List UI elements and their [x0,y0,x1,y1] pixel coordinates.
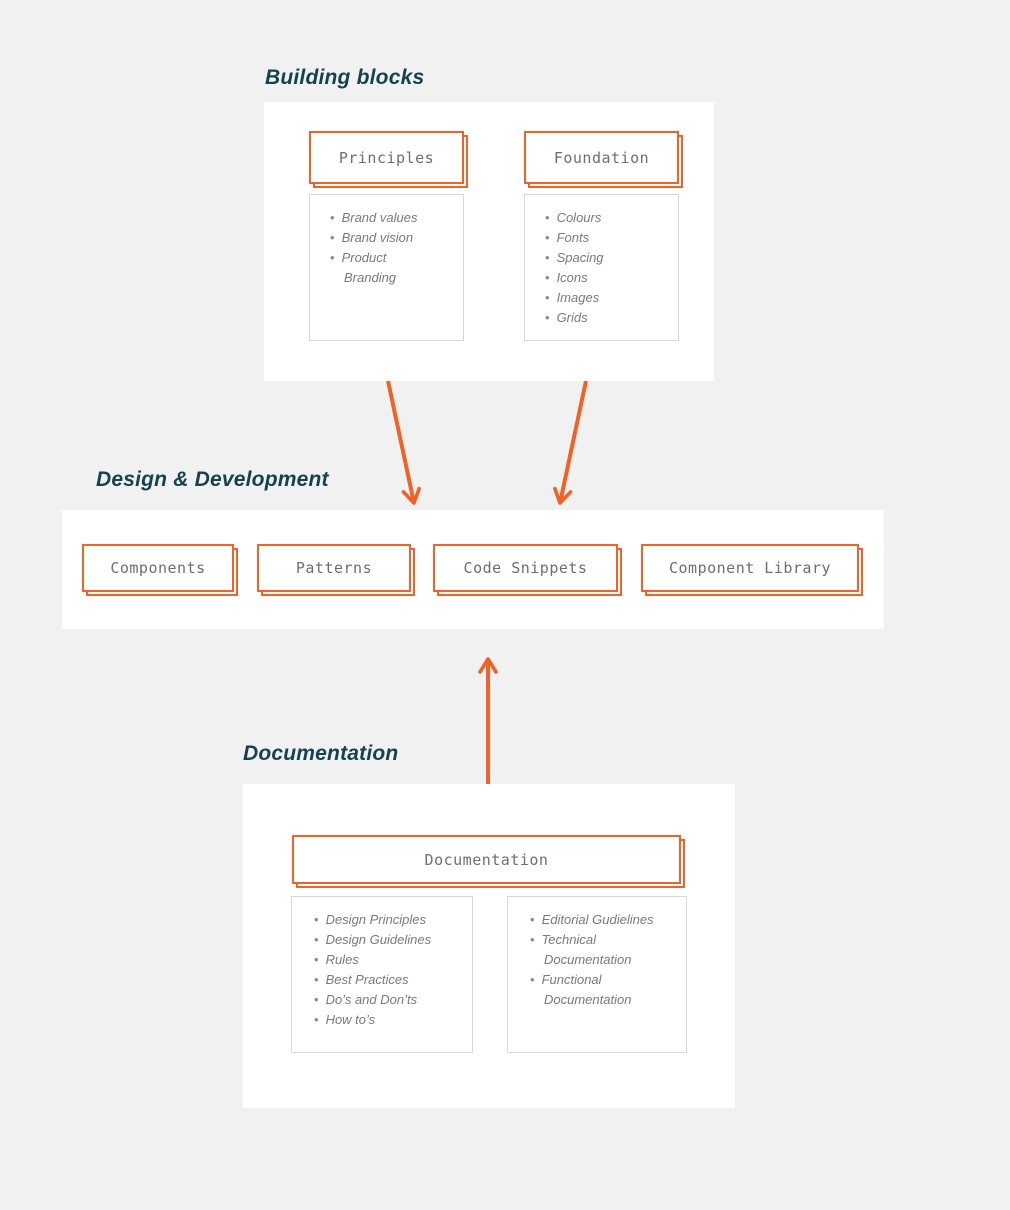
list-item: How to’s [314,1010,462,1030]
documentation-panel: Documentation Design PrinciplesDesign Gu… [243,784,735,1108]
list-item: Design Guidelines [314,930,462,950]
foundation-node-label: Foundation [553,148,650,167]
section-title-building-blocks: Building blocks [265,66,425,89]
list-item: Functional Documentation [530,970,676,1010]
code-snippets-node-label: Code Snippets [463,559,588,577]
list-item: Grids [545,308,664,328]
design-development-panel: Components Patterns Code Snippets Compon… [62,510,884,629]
list-item: Editorial Gudielines [530,910,676,930]
documentation-list-right: Editorial GudielinesTechnical Documentat… [507,896,687,1053]
component-library-node-label: Component Library [668,559,832,577]
code-snippets-node: Code Snippets [433,544,618,592]
principles-node: Principles [309,131,464,184]
list-item: Technical Documentation [530,930,676,970]
list-item: Spacing [545,248,664,268]
down-arrow-icon [553,380,588,505]
foundation-node: Foundation [524,131,679,184]
patterns-node-label: Patterns [295,559,373,577]
principles-list: Brand valuesBrand visionProduct Branding [309,194,464,341]
list-item: Product Branding [330,248,449,288]
list-item: Best Practices [314,970,462,990]
list-item: Design Principles [314,910,462,930]
patterns-node: Patterns [257,544,411,592]
components-node-label: Components [110,559,206,577]
list-item: Colours [545,208,664,228]
documentation-list-left: Design PrinciplesDesign GuidelinesRulesB… [291,896,473,1053]
foundation-list: ColoursFontsSpacingIconsImagesGrids [524,194,679,341]
list-item: Rules [314,950,462,970]
documentation-node-label: Documentation [424,850,549,869]
building-blocks-panel: Principles Foundation Brand valuesBrand … [264,102,714,381]
list-item: Images [545,288,664,308]
list-item: Brand vision [330,228,449,248]
list-item: Fonts [545,228,664,248]
section-title-documentation: Documentation [243,742,399,765]
down-arrow-icon [386,380,421,505]
list-item: Icons [545,268,664,288]
list-item: Brand values [330,208,449,228]
principles-node-label: Principles [338,148,435,167]
section-title-design-development: Design & Development [96,468,329,491]
documentation-node: Documentation [292,835,681,884]
list-item: Do’s and Don’ts [314,990,462,1010]
components-node: Components [82,544,234,592]
component-library-node: Component Library [641,544,859,592]
